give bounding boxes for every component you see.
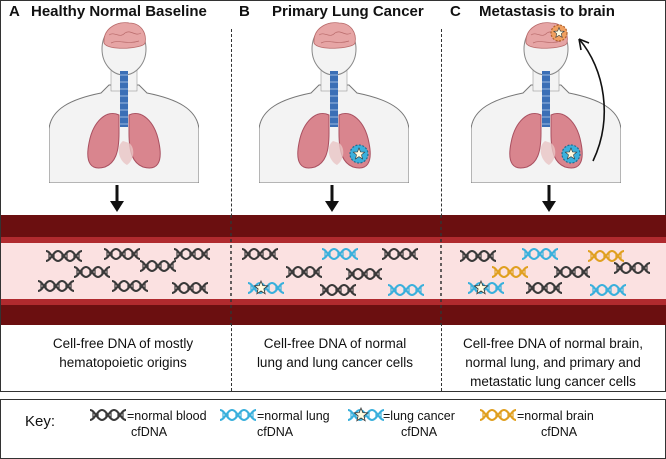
- key-label: Key:: [25, 413, 56, 430]
- brain: [313, 22, 356, 49]
- vessel-wall-bottom: [1, 305, 666, 325]
- human-figure-healthy: [49, 22, 199, 183]
- cfdna-strand-21: [613, 261, 651, 275]
- key-item-line2: cfDNA: [541, 425, 578, 439]
- dna-blue-star-icon: [347, 406, 385, 422]
- caption-line: Cell-free DNA of mostly: [52, 336, 194, 351]
- key-item-normal-blood: =normal blood cfDNA: [127, 408, 207, 440]
- human-figure-metastasis: [471, 22, 621, 183]
- panels-frame: A Healthy Normal Baseline B Primary Lung…: [0, 0, 666, 392]
- cfdna-strand-7: [171, 281, 209, 295]
- trachea: [120, 71, 128, 127]
- panel-c-letter: C: [450, 3, 461, 20]
- brain-metastasis: [550, 24, 568, 42]
- cfdna-strand-9: [321, 247, 359, 261]
- dna-orange-icon-glyph: [479, 408, 517, 422]
- cfdna-strand-24: [589, 283, 627, 297]
- dna-orange-icon: [479, 408, 517, 422]
- cfdna-strand-1: [103, 247, 141, 261]
- lung-tumor: [561, 144, 581, 164]
- cfdna-strand-12: [345, 267, 383, 281]
- divider-bc: [441, 29, 442, 391]
- dna-gray-icon: [89, 408, 127, 422]
- cfdna-strand-8: [241, 247, 279, 261]
- divider-ab: [231, 29, 232, 391]
- brain: [103, 22, 146, 49]
- dna-blue-icon-glyph: [219, 408, 257, 422]
- human-figure-lung-cancer: [259, 22, 409, 183]
- key-item-line1: =normal brain: [517, 409, 594, 423]
- cfdna-strand-20: [553, 265, 591, 279]
- cfdna-strand-15: [387, 283, 425, 297]
- key-item-normal-brain: =normal brain cfDNA: [517, 408, 594, 440]
- key-item-lung-cancer: =lung cancer cfDNA: [383, 408, 455, 440]
- panel-a-title: Healthy Normal Baseline: [31, 3, 207, 20]
- caption-line: normal lung, and primary and: [465, 355, 641, 370]
- down-arrow-a: [110, 185, 124, 212]
- plasma: [1, 243, 666, 299]
- torso: [49, 84, 199, 183]
- key-item-line1: =normal lung: [257, 409, 330, 423]
- cfdna-strand-14: [319, 283, 357, 297]
- panel-b-letter: B: [239, 3, 250, 20]
- cfdna-strand-0: [45, 249, 83, 263]
- lung-tumor: [349, 144, 369, 164]
- cfdna-strand-18: [587, 249, 625, 263]
- key-item-line1: =normal blood: [127, 409, 207, 423]
- cfdna-strand-22: [467, 279, 505, 295]
- key-item-line2: cfDNA: [257, 425, 294, 439]
- cfdna-strand-4: [139, 259, 177, 273]
- blood-vessel: [1, 215, 666, 325]
- trachea: [542, 71, 550, 127]
- cfdna-strand-3: [73, 265, 111, 279]
- down-arrow-c: [542, 185, 556, 212]
- cfdna-strand-5: [37, 279, 75, 293]
- left-lung: [297, 113, 330, 169]
- panel-b-title: Primary Lung Cancer: [272, 3, 424, 20]
- trachea: [330, 71, 338, 127]
- down-arrow-b: [325, 185, 339, 212]
- cfdna-strand-10: [381, 247, 419, 261]
- cfdna-strand-6: [111, 279, 149, 293]
- caption-line: metastatic lung cancer cells: [470, 374, 636, 389]
- metastasis-arrow: [578, 38, 605, 162]
- panel-a-caption: Cell-free DNA of mostly hematopoietic or…: [13, 334, 233, 372]
- panel-c-caption: Cell-free DNA of normal brain, normal lu…: [443, 334, 663, 391]
- cfdna-strand-23: [525, 281, 563, 295]
- cfdna-strand-11: [285, 265, 323, 279]
- vessel-wall-top: [1, 215, 666, 237]
- panel-c-title: Metastasis to brain: [479, 3, 615, 20]
- cfdna-strand-13: [247, 279, 285, 295]
- cfdna-strand-19: [491, 265, 529, 279]
- torso: [471, 84, 621, 183]
- cfdna-strand-16: [459, 249, 497, 263]
- dna-blue-icon: [219, 408, 257, 422]
- panel-a-letter: A: [9, 3, 20, 20]
- caption-line: lung and lung cancer cells: [256, 355, 414, 370]
- caption-line: Cell-free DNA of normal brain,: [462, 336, 644, 351]
- dna-blue-star-icon-glyph: [347, 406, 385, 422]
- dna-gray-icon-glyph: [89, 408, 127, 422]
- torso: [259, 84, 409, 183]
- key-item-line2: cfDNA: [131, 425, 168, 439]
- key-item-line2: cfDNA: [401, 425, 438, 439]
- panel-b-caption: Cell-free DNA of normal lung and lung ca…: [225, 334, 445, 372]
- caption-line: Cell-free DNA of normal: [263, 336, 407, 351]
- left-lung: [509, 113, 542, 169]
- left-lung: [87, 113, 120, 169]
- caption-line: hematopoietic origins: [59, 355, 187, 370]
- key-item-normal-lung: =normal lung cfDNA: [257, 408, 330, 440]
- key-item-line1: =lung cancer: [383, 409, 455, 423]
- cfdna-strand-17: [521, 247, 559, 261]
- key-legend: Key: =normal blood cfDNA =normal lung cf…: [0, 399, 666, 459]
- cfdna-strand-2: [173, 247, 211, 261]
